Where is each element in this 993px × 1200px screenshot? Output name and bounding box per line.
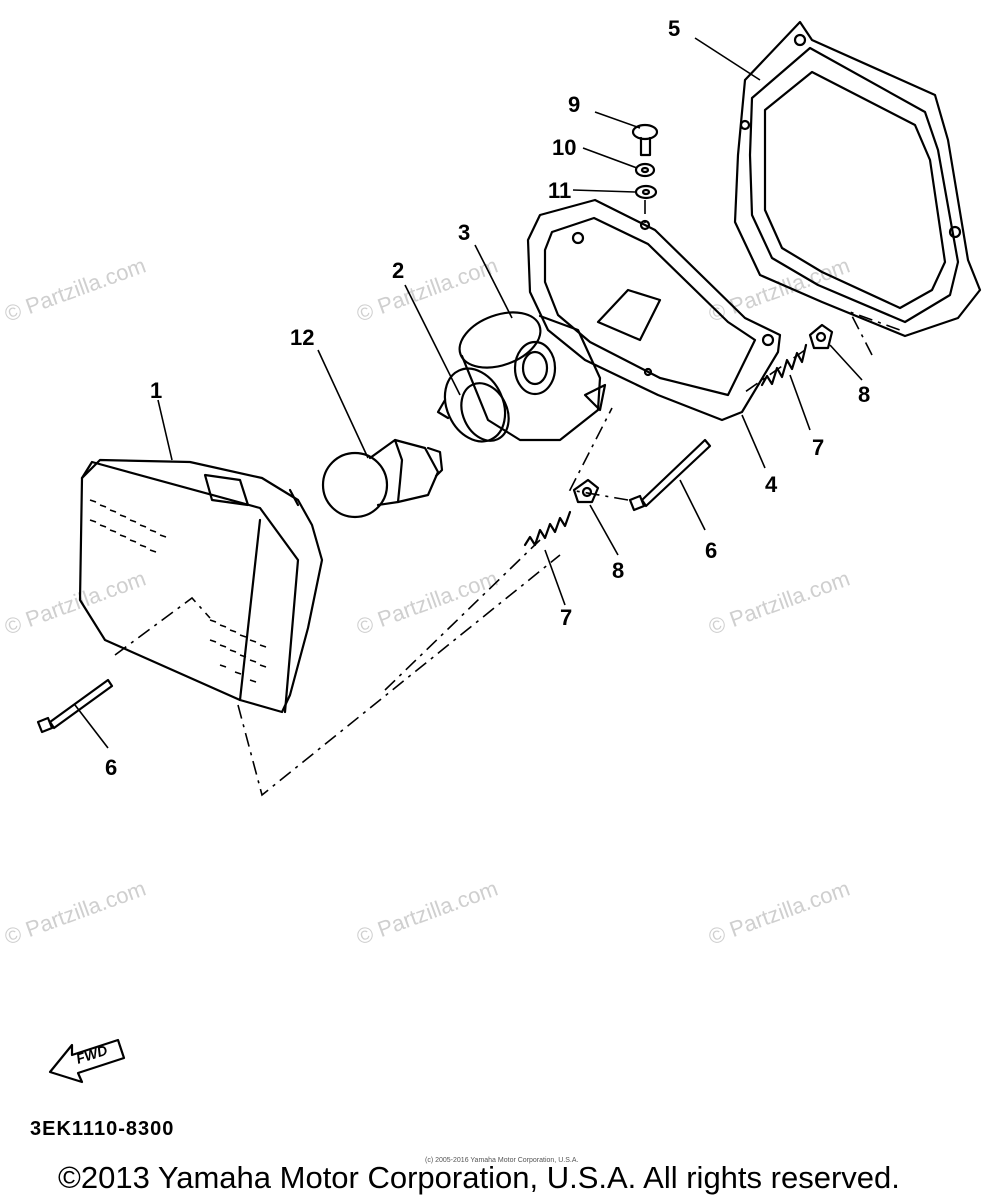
- part-10-washer: [634, 162, 656, 178]
- part-8-nut-right: [808, 323, 834, 350]
- callout-3: 3: [458, 220, 470, 245]
- part-9-screw: [631, 123, 659, 157]
- copyright-notice: ©2013 Yamaha Motor Corporation, U.S.A. A…: [58, 1160, 900, 1195]
- lens-pattern: [89, 499, 267, 683]
- callout-10: 10: [552, 135, 576, 160]
- callout-2: 2: [392, 258, 404, 283]
- part-6-screw-left: [36, 678, 114, 734]
- fwd-arrow-icon: FWD: [48, 1038, 126, 1084]
- part-2-retaining-ring: [436, 367, 510, 443]
- small-copyright: (c) 2005-2016 Yamaha Motor Corporation, …: [425, 1157, 579, 1164]
- part-5-headlight-rim: [733, 20, 982, 338]
- callout-4: 4: [765, 472, 778, 497]
- watermark: © Partzilla.com: [1, 253, 149, 327]
- part-7-spring-center: [523, 510, 572, 547]
- callout-1: 1: [150, 378, 162, 403]
- part-3-socket-housing: [458, 311, 607, 442]
- part-code: 3EK1110-8300: [30, 1118, 175, 1140]
- callout-7-right: 7: [812, 435, 824, 460]
- watermark: © Partzilla.com: [353, 876, 501, 950]
- callouts: 1 2 3 4 5 6 6 7 7 8 8 9 10 11 12: [105, 16, 870, 780]
- callout-8-right: 8: [858, 382, 870, 407]
- watermark: © Partzilla.com: [705, 876, 853, 950]
- watermark: © Partzilla.com: [353, 566, 501, 640]
- part-4-headlight-case: [526, 198, 782, 422]
- watermarks: © Partzilla.com © Partzilla.com © Partzi…: [1, 253, 853, 950]
- part-11-washer: [634, 184, 658, 200]
- leader-lines: [74, 37, 863, 749]
- callout-7-center: 7: [560, 605, 572, 630]
- assembly-lines: [114, 200, 901, 797]
- part-6-screw-right: [628, 438, 712, 512]
- callout-8-center: 8: [612, 558, 624, 583]
- part-12-bulb: [321, 438, 444, 519]
- fwd-label: FWD: [74, 1042, 109, 1067]
- callout-11: 11: [548, 178, 571, 203]
- part-1-headlight-unit: [78, 458, 324, 714]
- part-7-spring-right: [760, 343, 808, 387]
- callout-5: 5: [668, 16, 680, 41]
- watermark: © Partzilla.com: [705, 566, 853, 640]
- callout-12: 12: [290, 325, 314, 350]
- watermark: © Partzilla.com: [1, 876, 149, 950]
- watermark: © Partzilla.com: [1, 566, 149, 640]
- watermark: © Partzilla.com: [353, 253, 501, 327]
- callout-6-left: 6: [105, 755, 117, 780]
- callout-9: 9: [568, 92, 580, 117]
- callout-6-right: 6: [705, 538, 717, 563]
